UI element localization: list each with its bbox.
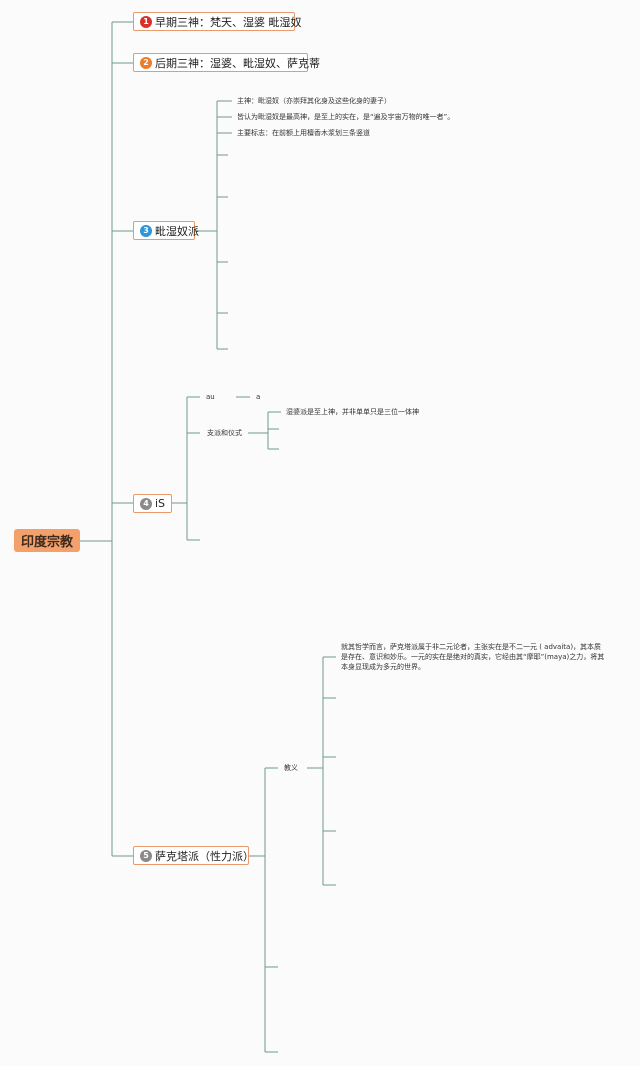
branch-shaktism[interactable]: 5 萨克塔派（性力派） — [133, 846, 254, 865]
branch-label: 萨克塔派（性力派） — [155, 849, 254, 863]
number-badge-1: 1 — [140, 15, 152, 28]
root-node[interactable]: 印度宗教 — [14, 529, 80, 552]
branch-vaishnavism[interactable]: 3 毗湿奴派 — [133, 221, 199, 240]
number-badge-3: 3 — [140, 224, 152, 237]
branch-early-trinity[interactable]: 1 早期三神：梵天、湿婆 毗湿奴 — [133, 12, 302, 31]
shiva-sects-rituals: 支派和仪式 — [207, 429, 242, 437]
vishnu-supreme: 皆认为毗湿奴是最高神，是至上的实在，是“遍及宇宙万物的唯一者”。 — [237, 113, 455, 121]
number-badge-4: 4 — [140, 497, 152, 510]
number-badge-2: 2 — [140, 56, 152, 69]
vishnu-main-god: 主神：毗湿奴（亦崇拜其化身及这些化身的妻子） — [237, 97, 391, 105]
vishnu-mark: 主要标志：在前额上用檀香木浆划三条竖道 — [237, 129, 370, 137]
shakta-doctrine-text: 就其哲学而言，萨克塔派属于非二元论者，主张实在是不二一元 ( advaita)，… — [341, 643, 605, 671]
branch-label: 后期三神：湿婆、毗湿奴、萨克蒂 — [155, 56, 320, 70]
shakta-doctrine-label: 教义 — [284, 764, 298, 772]
branch-shaivism[interactable]: 4 iS — [133, 494, 172, 513]
branch-label: iS — [155, 497, 166, 510]
shiva-fragment-right: a — [256, 393, 261, 401]
number-badge-5: 5 — [140, 849, 152, 862]
branch-later-trinity[interactable]: 2 后期三神：湿婆、毗湿奴、萨克蒂 — [133, 53, 320, 72]
shiva-supreme-god: 湿婆派是至上神，并非单单只是三位一体神 — [286, 408, 419, 416]
shiva-fragment-left: au — [206, 393, 215, 401]
branch-label: 早期三神：梵天、湿婆 毗湿奴 — [155, 15, 302, 29]
branch-label: 毗湿奴派 — [155, 224, 199, 238]
